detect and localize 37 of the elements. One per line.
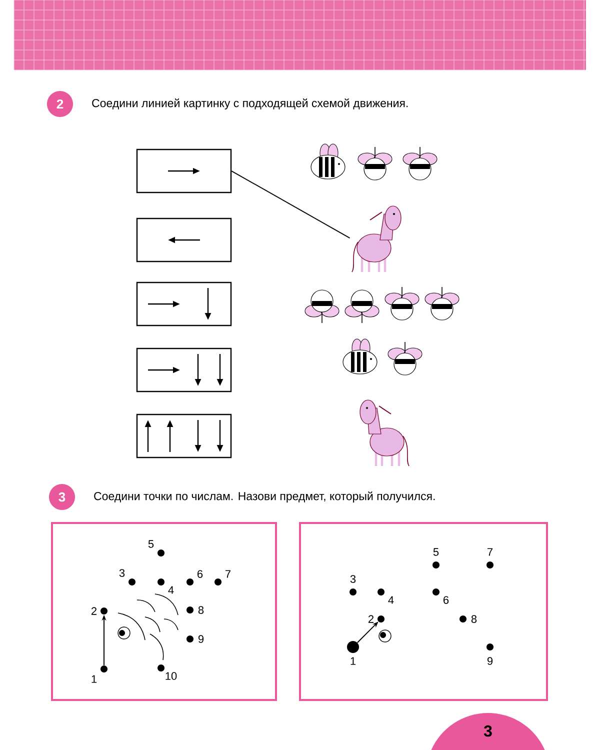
dot-number: 1 [92, 675, 97, 683]
dot-number: 7 [488, 548, 493, 556]
scheme-box [136, 348, 232, 392]
dot-number: 3 [119, 569, 125, 577]
number-badge: 3 [49, 484, 75, 510]
dot-number: 5 [148, 540, 154, 548]
puzzle-frame [51, 522, 277, 701]
instruction-text: Соедини точки по числам. Назови предмет, который получился. [94, 492, 435, 502]
dot-number: 7 [226, 570, 230, 578]
number-badge: 2 [47, 91, 73, 117]
dot-number: 6 [444, 596, 449, 604]
dot-number: 3 [350, 575, 356, 583]
scheme-box [136, 148, 232, 194]
scheme-box [136, 282, 232, 326]
horse-drawing [360, 400, 410, 466]
dot-number: 9 [487, 657, 493, 665]
bees-drawing [342, 338, 422, 376]
page-number: 3 [426, 713, 550, 750]
puzzle-frame [299, 522, 548, 701]
dot-number: 8 [198, 606, 204, 614]
horse-drawing [352, 206, 402, 272]
bees-drawing [304, 286, 460, 324]
dot-number: 9 [198, 635, 204, 643]
bees-drawing [310, 144, 438, 180]
dot-number: 2 [92, 607, 96, 615]
dot-number: 6 [198, 570, 203, 578]
scheme-box [136, 414, 232, 458]
dot-number: 8 [471, 615, 477, 623]
dot-number: 1 [350, 657, 356, 665]
dot-number: 2 [368, 615, 374, 623]
connecting-line [231, 170, 350, 238]
dot-number: 4 [388, 596, 394, 604]
dot-number: 5 [433, 548, 439, 556]
dot-number: 10 [166, 672, 177, 680]
dot-number: 4 [168, 586, 174, 594]
scheme-box [136, 218, 232, 262]
instruction-text: Соедини линией картинку с подходящей схемой движения. [92, 98, 408, 110]
